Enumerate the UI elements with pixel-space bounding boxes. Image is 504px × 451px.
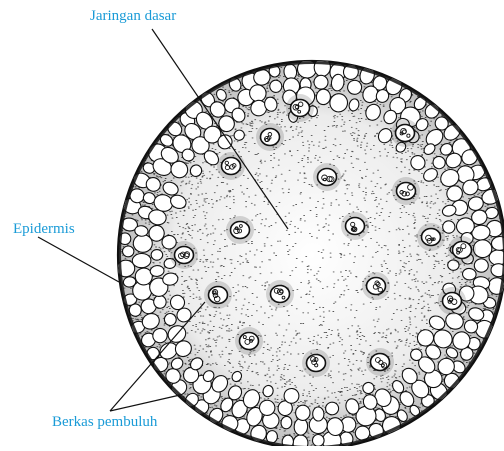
vascular-bundle xyxy=(170,241,198,269)
vascular-bundle xyxy=(448,236,476,264)
vascular-bundle xyxy=(438,287,466,315)
epidermis-cell xyxy=(132,253,151,268)
epidermis-cell xyxy=(122,246,134,257)
epidermis-cell xyxy=(474,258,489,272)
vascular-bundle xyxy=(341,212,369,240)
vascular-bundle-leader-line xyxy=(110,395,180,411)
vascular-bundle xyxy=(313,163,341,191)
vascular-bundle xyxy=(204,281,232,309)
epidermis-cell xyxy=(314,75,329,90)
vascular-bundle xyxy=(235,327,263,355)
vascular-bundle xyxy=(366,348,394,376)
vascular-bundle xyxy=(217,152,245,180)
epidermis-cell xyxy=(312,434,324,446)
vascular-bundle xyxy=(226,216,254,244)
vascular-bundles-label: Berkas pembuluh xyxy=(52,415,157,430)
epidermis-cell xyxy=(312,407,324,421)
epidermis-cell xyxy=(295,405,310,421)
vascular-bundle xyxy=(266,280,294,308)
epidermis-cell xyxy=(151,250,163,261)
ground-tissue-label: Jaringan dasar xyxy=(90,9,176,24)
epidermis-cell xyxy=(473,239,492,257)
epidermis-cell xyxy=(316,89,331,105)
vascular-bundle xyxy=(392,177,420,205)
vascular-bundle xyxy=(256,123,284,151)
vascular-bundle xyxy=(302,349,330,377)
vascular-bundle xyxy=(362,272,390,300)
vascular-bundle xyxy=(417,223,445,251)
vascular-bundle xyxy=(391,119,419,147)
epidermis-leader-line xyxy=(38,237,119,282)
epidermis-label: Epidermis xyxy=(13,222,75,237)
vascular-bundle xyxy=(286,94,314,122)
